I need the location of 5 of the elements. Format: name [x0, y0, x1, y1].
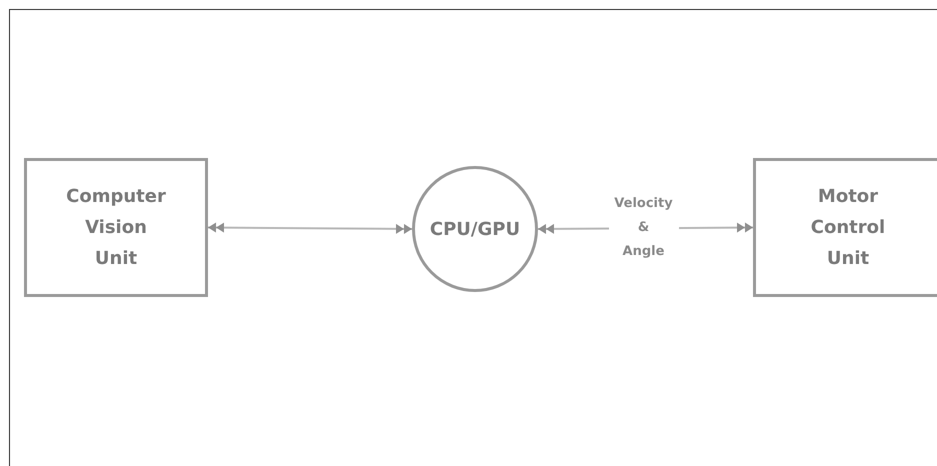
process-box — [24, 158, 208, 297]
process-box — [753, 158, 937, 297]
node-label: Motor Control Unit — [810, 185, 886, 271]
node-label: Computer Vision Unit — [65, 185, 167, 271]
node-label: CPU/GPU — [428, 218, 522, 242]
